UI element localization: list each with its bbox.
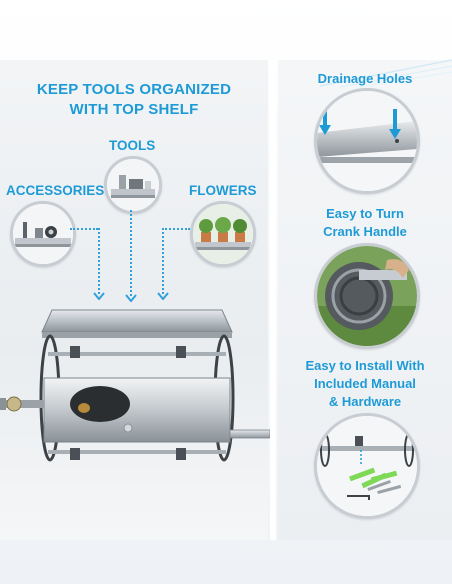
- drainage-holes-label: Drainage Holes: [317, 71, 413, 86]
- tools-connector-down: [130, 210, 132, 296]
- tools-label: TOOLS: [109, 138, 156, 153]
- accessories-shelf-photo: [10, 201, 76, 267]
- hose-reel-product: [0, 309, 270, 462]
- flowers-connector-down: [162, 228, 164, 294]
- headline-line-1: KEEP TOOLS ORGANIZED: [36, 81, 232, 98]
- accessories-connector-down: [98, 228, 100, 294]
- accessories-label: ACCESSORIES: [6, 183, 105, 198]
- flowers-shelf-photo: [190, 201, 256, 267]
- panel-divider: [270, 60, 276, 540]
- crank-label-line-1: Easy to Turn: [326, 206, 404, 221]
- flowers-connector: [162, 228, 190, 230]
- crank-handle-photo: [314, 243, 420, 349]
- install-label-line-3: & Hardware: [328, 394, 402, 409]
- arrow-down-icon: [93, 292, 105, 300]
- accessories-connector: [70, 228, 98, 230]
- install-label-line-1: Easy to Install With: [305, 358, 425, 373]
- install-label-line-2: Included Manual: [314, 376, 416, 391]
- hardware-photo: [314, 413, 420, 519]
- arrow-down-icon: [125, 294, 137, 302]
- headline-line-2: WITH TOP SHELF: [69, 101, 199, 118]
- flowers-label: FLOWERS: [189, 183, 257, 198]
- arrow-down-icon: [157, 292, 169, 300]
- decorative-streaks: [320, 59, 452, 88]
- drainage-holes-photo: [314, 88, 420, 194]
- crank-label-line-2: Crank Handle: [323, 224, 407, 239]
- tools-shelf-photo: [104, 156, 162, 214]
